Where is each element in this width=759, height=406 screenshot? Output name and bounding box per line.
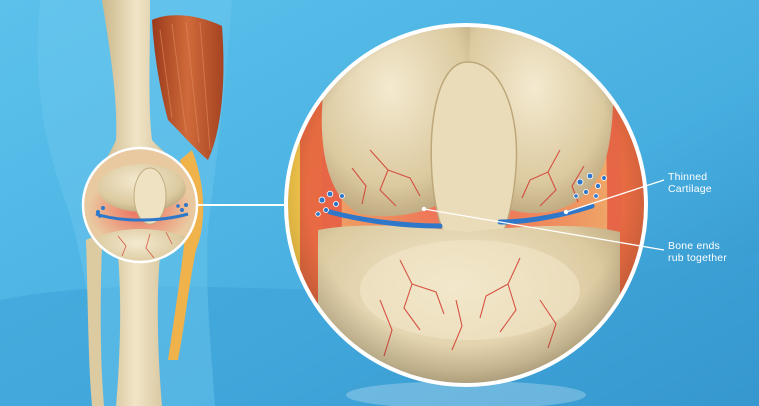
bone-ends-label: Bone ends rub together <box>668 240 727 264</box>
thinned-cartilage-label-line1: Thinned <box>668 171 712 183</box>
thinned-cartilage-label: Thinned Cartilage <box>668 171 712 195</box>
thinned-cartilage-pointer-dot <box>564 210 568 214</box>
bone-ends-label-line2: rub together <box>668 252 727 264</box>
thinned-cartilage-label-line2: Cartilage <box>668 183 712 195</box>
bone-ends-label-line1: Bone ends <box>668 240 727 252</box>
patella-icon <box>134 168 166 224</box>
bone-ends-pointer-dot <box>422 207 426 211</box>
